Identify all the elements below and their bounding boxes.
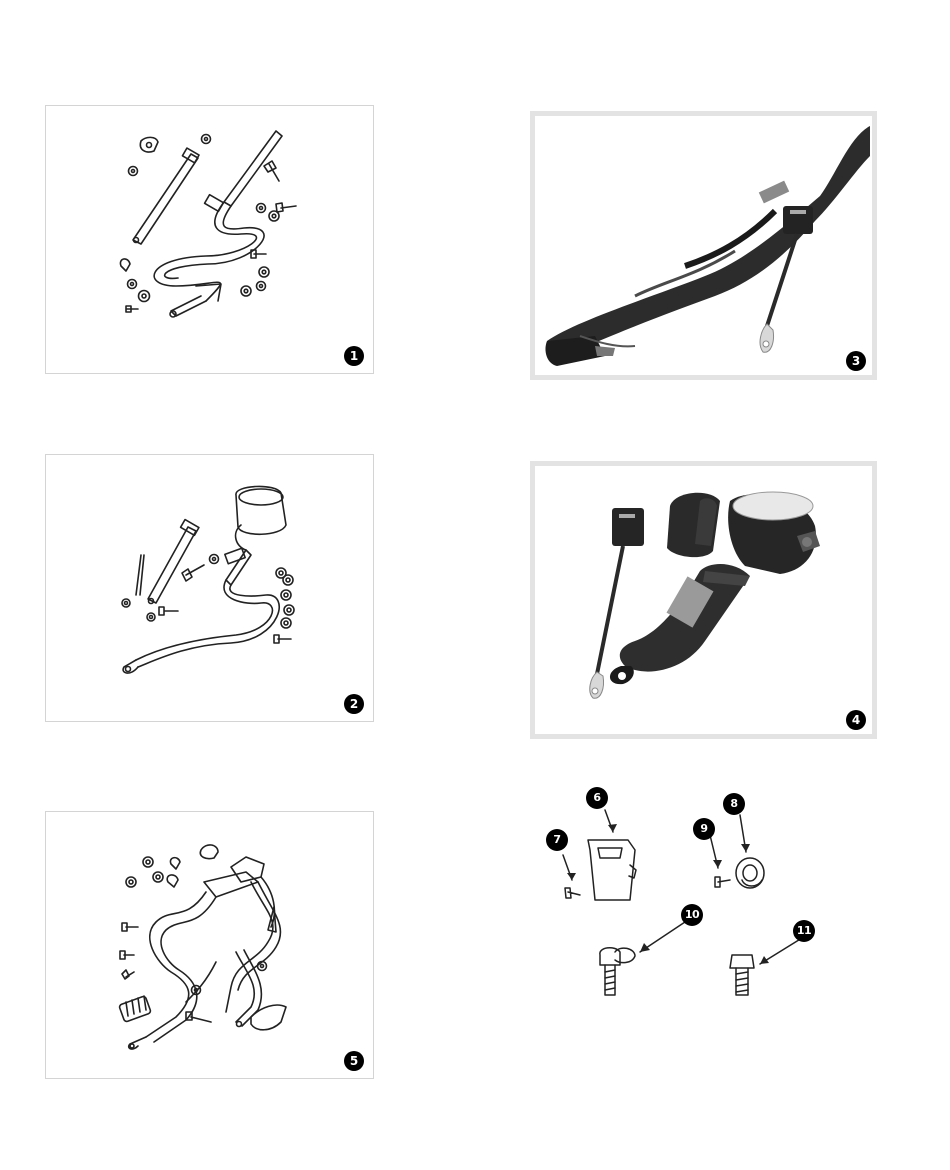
callout-6: 6 xyxy=(586,787,608,809)
inertia-belt-kit-drawing xyxy=(121,485,295,674)
cover-part xyxy=(587,839,636,901)
callout-10: 10 xyxy=(681,904,703,926)
panel-number-badge: 3 xyxy=(846,351,866,371)
panel-number-badge: 5 xyxy=(344,1051,364,1071)
parts-diagram xyxy=(562,809,803,996)
figure-panel-5: 5 xyxy=(45,811,374,1079)
small-screw-part-2 xyxy=(714,876,731,888)
callout-7: 7 xyxy=(546,829,568,851)
harness-kit-drawing xyxy=(118,844,287,1050)
bolt-part xyxy=(729,954,755,969)
static-belt-kit-drawing xyxy=(119,130,297,318)
callout-9: 9 xyxy=(693,818,715,840)
figure-panel-3: 3 xyxy=(530,111,877,380)
panel-number-badge: 2 xyxy=(344,694,364,714)
figure-panel-1: 1 xyxy=(45,105,374,374)
washer-part xyxy=(735,857,765,889)
callout-8: 8 xyxy=(723,793,745,815)
figure-panel-2: 2 xyxy=(45,454,374,722)
inertia-belt-photo xyxy=(589,491,820,699)
static-belt-photo xyxy=(545,126,870,366)
small-screw-part xyxy=(564,887,581,899)
panel-number-badge: 4 xyxy=(846,710,866,730)
callout-11: 11 xyxy=(793,920,815,942)
figure-panel-4: 4 xyxy=(530,461,877,739)
panel-number-badge: 1 xyxy=(344,346,364,366)
